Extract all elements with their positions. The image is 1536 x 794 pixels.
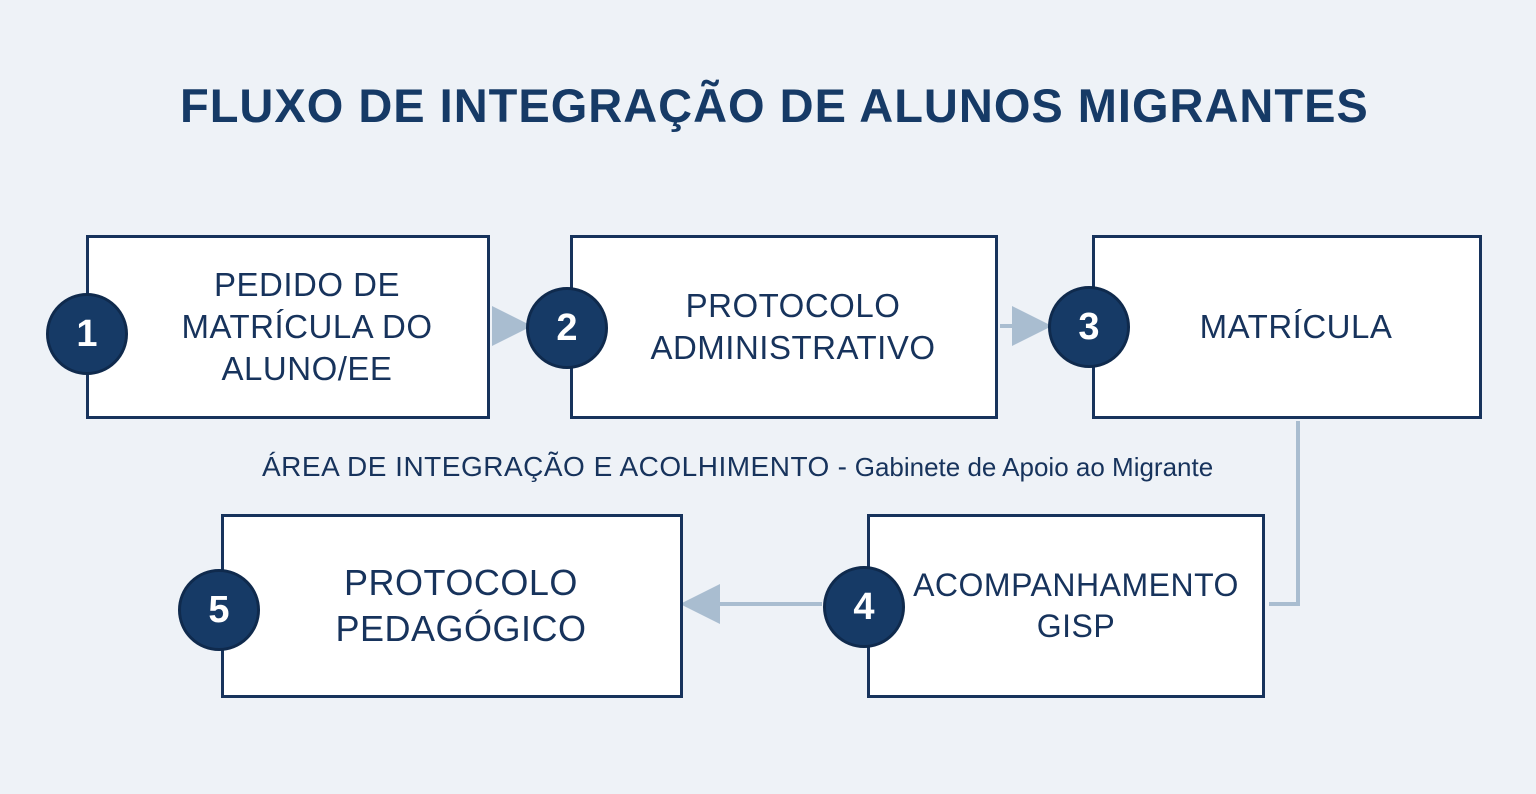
step-3-box: MATRÍCULA bbox=[1092, 235, 1482, 419]
step-2-label: PROTOCOLO ADMINISTRATIVO bbox=[650, 286, 936, 366]
step-5-badge: 5 bbox=[178, 569, 260, 651]
step-3-badge: 3 bbox=[1048, 286, 1130, 368]
integration-area-detail: Gabinete de Apoio ao Migrante bbox=[854, 452, 1214, 482]
step-3-label: MATRÍCULA bbox=[1199, 307, 1393, 345]
step-1-label: PEDIDO DE MATRÍCULA DO ALUNO/EE bbox=[181, 265, 433, 388]
step-1-badge: 1 bbox=[46, 293, 128, 375]
step-1-box: PEDIDO DE MATRÍCULA DO ALUNO/EE bbox=[86, 235, 490, 419]
step-4-label: ACOMPANHAMENTO GISP bbox=[913, 567, 1239, 644]
connector-3-4 bbox=[1269, 421, 1300, 606]
step-5-label: PROTOCOLO PEDAGÓGICO bbox=[335, 561, 587, 649]
step-5-box: PROTOCOLO PEDAGÓGICO bbox=[221, 514, 683, 698]
integration-area-label: ÁREA DE INTEGRAÇÃO E ACOLHIMENTO - Gabin… bbox=[262, 451, 1213, 483]
step-4-box: ACOMPANHAMENTO GISP bbox=[867, 514, 1265, 698]
integration-area-separator: - bbox=[829, 451, 855, 482]
step-2-box: PROTOCOLO ADMINISTRATIVO bbox=[570, 235, 998, 419]
step-4-badge: 4 bbox=[823, 566, 905, 648]
step-2-badge: 2 bbox=[526, 287, 608, 369]
diagram-title: FLUXO DE INTEGRAÇÃO DE ALUNOS MIGRANTES bbox=[180, 79, 1369, 132]
integration-area-name: ÁREA DE INTEGRAÇÃO E ACOLHIMENTO bbox=[262, 451, 830, 482]
